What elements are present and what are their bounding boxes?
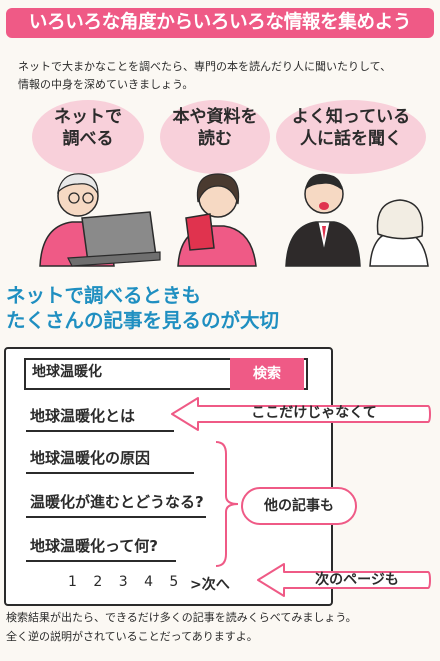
footer-line-2: 全く逆の説明がされていることだってありますよ。 (6, 630, 258, 643)
person-with-laptop-illustration (39, 173, 161, 267)
person-reading-book-illustration (177, 173, 257, 267)
search-result-2[interactable]: 地球温暖化の原因 (30, 449, 151, 467)
page-title-banner: いろいろな角度からいろいろな情報を集めよう (6, 8, 434, 38)
pagination-pages[interactable]: 1 2 3 4 5 (68, 574, 185, 590)
callout-other-articles: 他の記事も (264, 498, 334, 514)
method-label-internet: ネットで 調べる (54, 107, 122, 149)
intro-line-1: ネットで大まかなことを調べたら、専門の本を読んだり人に聞いたりして、 (18, 60, 392, 73)
result-divider (26, 516, 206, 518)
bracket-icon (215, 441, 239, 567)
search-query-text: 地球温暖化 (32, 364, 102, 380)
browser-frame (4, 347, 333, 606)
section-heading-line-2: たくさんの記事を見るのが大切 (6, 309, 280, 332)
search-result-3[interactable]: 温暖化が進むとどうなる? (30, 493, 204, 511)
other-articles-box (241, 487, 357, 525)
arrow-left-icon (171, 397, 431, 431)
intro-text: ネットで大まかなことを調べたら、専門の本を読んだり人に聞いたりして、 情報の中身… (18, 58, 430, 94)
search-button[interactable]: 検索 (230, 358, 304, 390)
section-heading: ネットで調べるときも たくさんの記事を見るのが大切 (6, 283, 434, 333)
people-talking-illustration (285, 173, 429, 267)
method-bubble-people (276, 100, 426, 174)
method-label-people: よく知っている 人に話を聞く (291, 107, 411, 149)
arrow-left-icon (257, 563, 431, 597)
intro-line-2: 情報の中身を深めていきましょう。 (18, 78, 194, 91)
search-result-4[interactable]: 地球温暖化って何? (30, 537, 158, 555)
next-page-link[interactable]: >次へ (190, 577, 230, 593)
method-bubble-internet (32, 100, 144, 174)
callout-next-page: 次のページも (315, 572, 399, 588)
result-divider (26, 430, 174, 432)
result-divider (26, 472, 194, 474)
callout-not-only-here: ここだけじゃなくて (251, 405, 377, 421)
section-heading-line-1: ネットで調べるときも (6, 284, 202, 307)
footer-line-1: 検索結果が出たら、できるだけ多くの記事を読みくらべてみましょう。 (6, 611, 357, 624)
method-bubble-books (160, 100, 270, 174)
result-divider (26, 560, 176, 562)
search-result-1[interactable]: 地球温暖化とは (30, 407, 136, 425)
footer-text: 検索結果が出たら、できるだけ多くの記事を読みくらべてみましょう。 全く逆の説明が… (6, 608, 436, 646)
method-label-books: 本や資料を 読む (172, 107, 258, 149)
